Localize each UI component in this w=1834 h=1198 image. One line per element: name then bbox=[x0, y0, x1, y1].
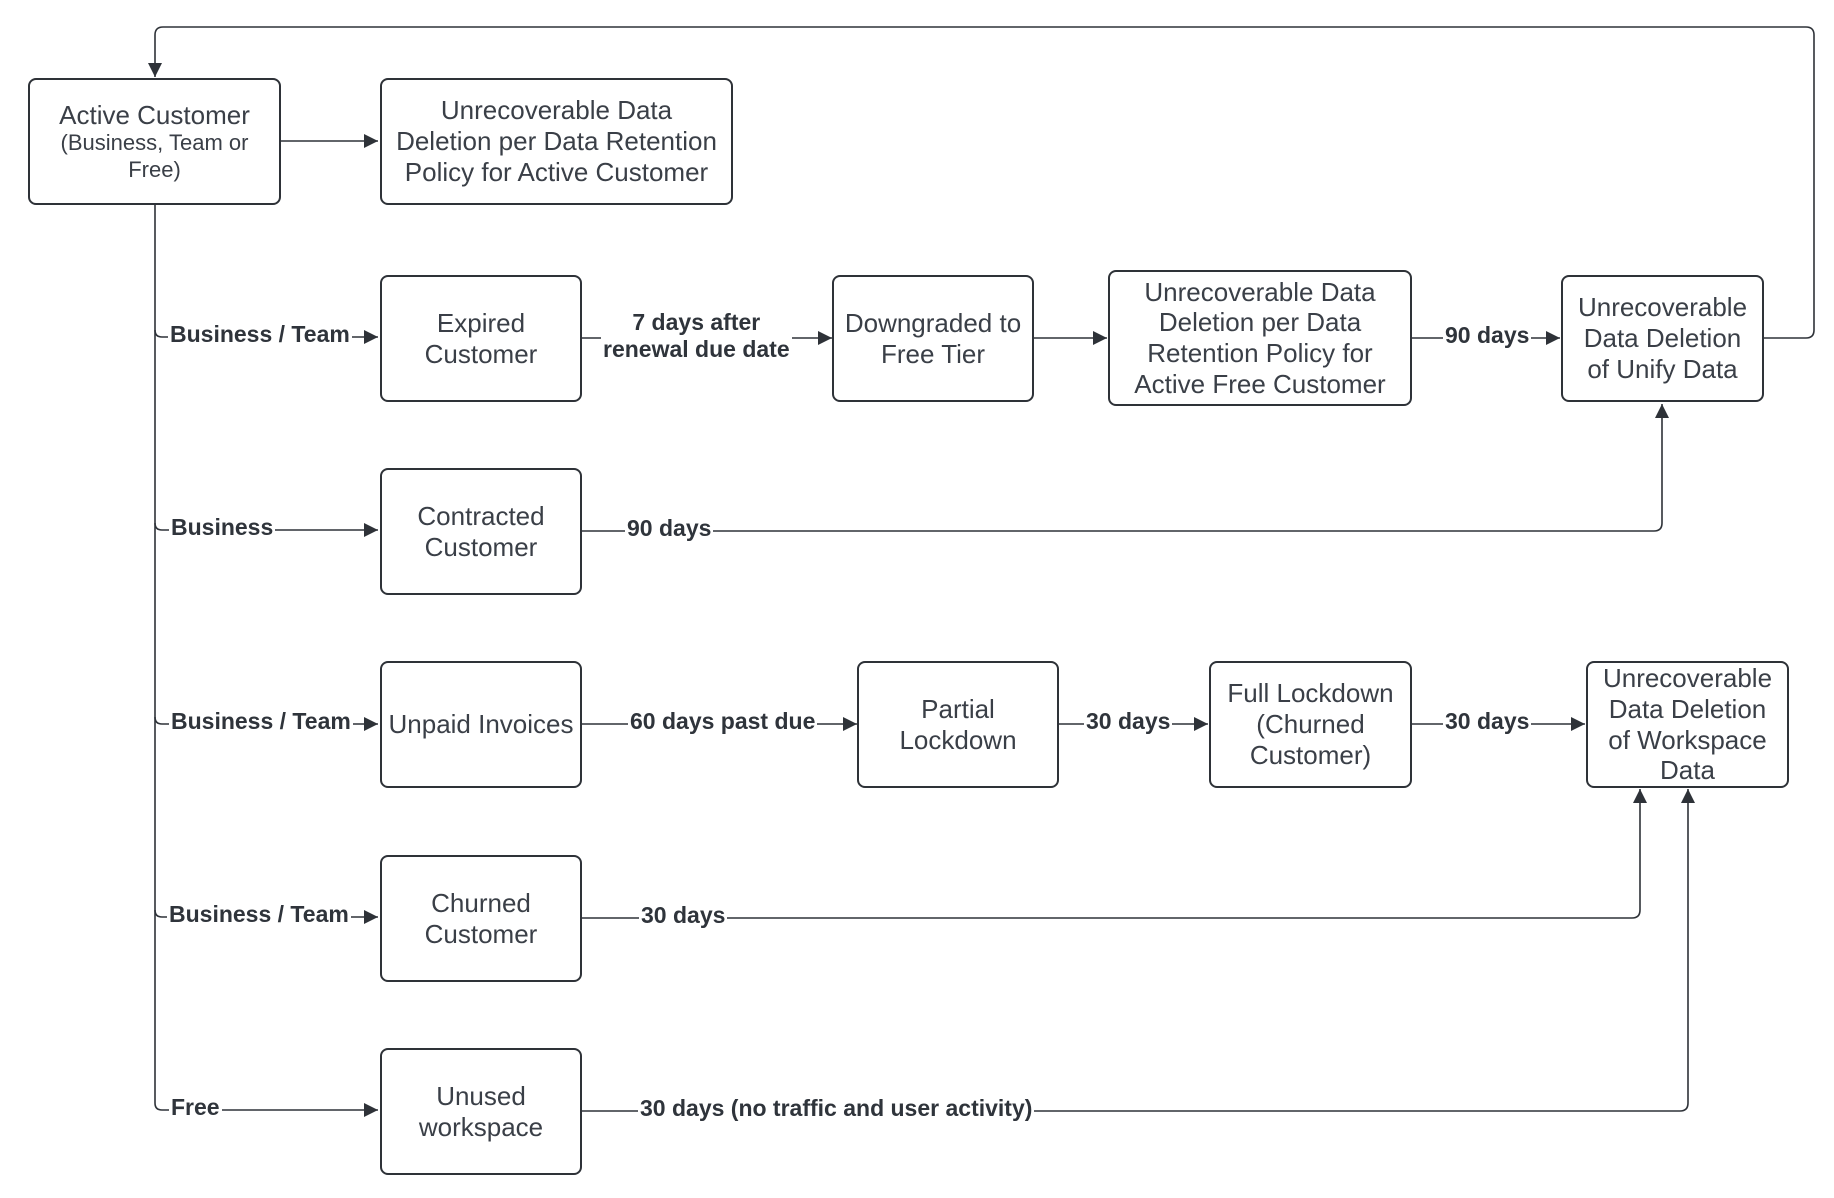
edge-unify-loop-back bbox=[148, 26, 1815, 339]
label-contracted-to-unify: 90 days bbox=[625, 515, 714, 543]
downgraded-text: Downgraded to Free Tier bbox=[844, 307, 1022, 369]
node-downgraded: Downgraded to Free Tier bbox=[832, 275, 1034, 402]
label-branch-expired: Business / Team bbox=[168, 321, 352, 349]
node-churned-customer: Churned Customer bbox=[380, 855, 582, 982]
edge-trunk bbox=[154, 205, 163, 1111]
label-churned-to-workspace: 30 days bbox=[639, 902, 728, 930]
node-full-lockdown: Full Lockdown (Churned Customer) bbox=[1209, 661, 1412, 788]
edge-branch-churned bbox=[154, 909, 378, 924]
label-branch-unpaid: Business / Team bbox=[169, 708, 353, 736]
node-free-deletion: Unrecoverable Data Deletion per Data Ret… bbox=[1108, 270, 1412, 406]
churned-customer-text: Churned Customer bbox=[424, 887, 538, 949]
node-unify-deletion: Unrecoverable Data Deletion of Unify Dat… bbox=[1561, 275, 1764, 402]
node-expired-customer: Expired Customer bbox=[380, 275, 582, 402]
unify-deletion-text: Unrecoverable Data Deletion of Unify Dat… bbox=[1577, 292, 1748, 384]
node-partial-lockdown: Partial Lockdown bbox=[857, 661, 1059, 788]
label-free-deletion-to-unify: 90 days bbox=[1443, 322, 1532, 350]
edge-branch-contracted bbox=[154, 522, 378, 537]
label-branch-churned: Business / Team bbox=[167, 901, 351, 929]
node-active-customer: Active Customer (Business, Team or Free) bbox=[28, 78, 281, 205]
node-workspace-deletion: Unrecoverable Data Deletion of Workspace… bbox=[1586, 661, 1789, 788]
node-contracted-customer: Contracted Customer bbox=[380, 468, 582, 595]
label-expired-to-downgraded-line2: renewal due date bbox=[603, 336, 790, 363]
label-branch-contracted: Business bbox=[169, 514, 276, 542]
edge-contracted-to-unify bbox=[582, 404, 1669, 532]
label-partial-to-full: 30 days bbox=[1084, 708, 1173, 736]
contracted-customer-text: Contracted Customer bbox=[417, 500, 545, 562]
partial-lockdown-text: Partial Lockdown bbox=[899, 693, 1017, 755]
active-customer-subtitle: (Business, Team or Free) bbox=[60, 130, 249, 182]
label-branch-unused: Free bbox=[169, 1094, 222, 1122]
full-lockdown-text: Full Lockdown (Churned Customer) bbox=[1227, 678, 1394, 770]
label-expired-to-downgraded-line1: 7 days after bbox=[632, 309, 761, 335]
node-unused-workspace: Unused workspace bbox=[380, 1048, 582, 1175]
edge-branch-expired bbox=[154, 329, 378, 344]
active-customer-title: Active Customer bbox=[59, 99, 250, 130]
edge-unused-to-workspace bbox=[582, 789, 1695, 1112]
label-expired-to-downgraded: 7 days after renewal due date bbox=[601, 309, 792, 364]
label-unused-to-workspace: 30 days (no traffic and user activity) bbox=[638, 1095, 1035, 1123]
edge-churned-to-workspace bbox=[582, 789, 1647, 919]
active-deletion-text: Unrecoverable Data Deletion per Data Ret… bbox=[396, 95, 717, 187]
workspace-deletion-text: Unrecoverable Data Deletion of Workspace… bbox=[1602, 663, 1773, 786]
edge-branch-unpaid bbox=[154, 716, 378, 731]
unused-workspace-text: Unused workspace bbox=[418, 1080, 544, 1142]
unpaid-invoices-text: Unpaid Invoices bbox=[388, 709, 574, 740]
expired-customer-text: Expired Customer bbox=[424, 307, 538, 369]
node-active-deletion: Unrecoverable Data Deletion per Data Ret… bbox=[380, 78, 733, 205]
node-unpaid-invoices: Unpaid Invoices bbox=[380, 661, 582, 788]
free-deletion-text: Unrecoverable Data Deletion per Data Ret… bbox=[1134, 276, 1386, 399]
label-full-to-workspace: 30 days bbox=[1443, 708, 1532, 736]
label-unpaid-to-partial: 60 days past due bbox=[628, 708, 818, 736]
